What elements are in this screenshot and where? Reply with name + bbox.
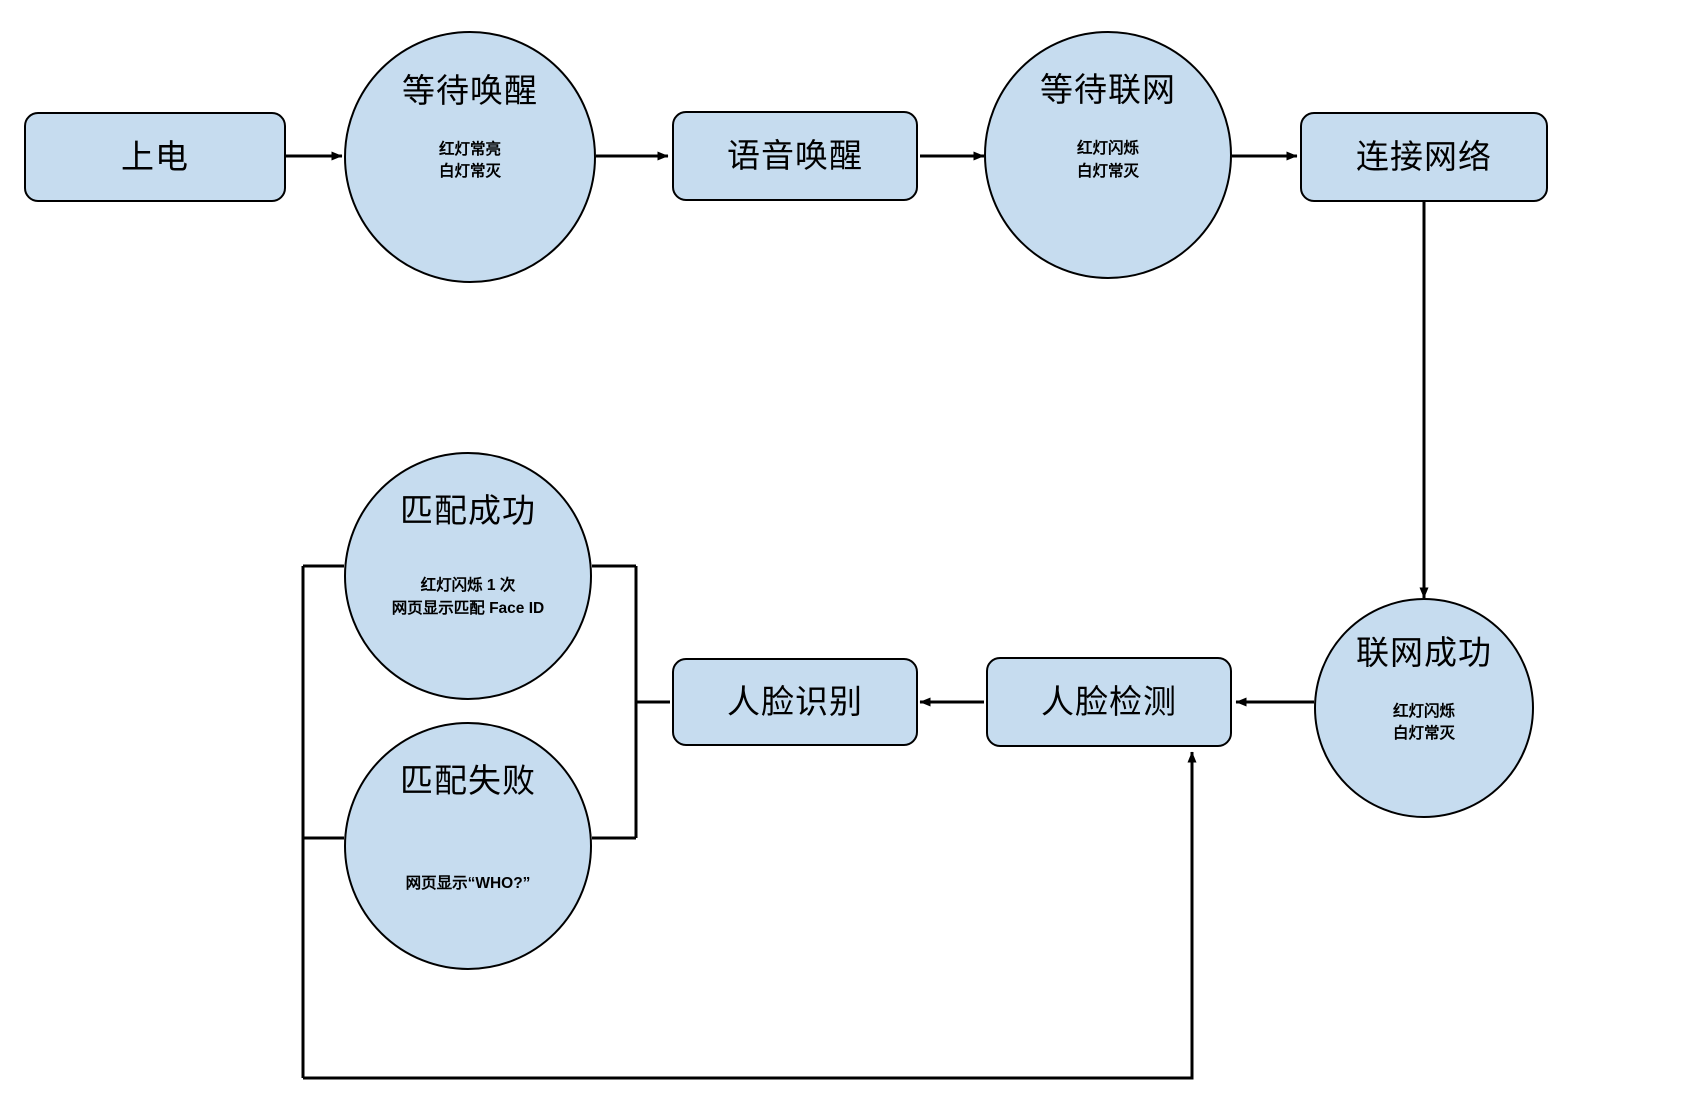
node-match-success-detail: 红灯闪烁 1 次 网页显示匹配 Face ID — [391, 577, 545, 617]
node-network-ok-label: 联网成功 — [1356, 633, 1492, 671]
node-network-ok-detail: 红灯闪烁 白灯常灭 — [1392, 702, 1455, 743]
node-wait-wake-label: 等待唤醒 — [402, 71, 538, 109]
node-match-fail-detail: 网页显示“WHO?” — [405, 875, 531, 893]
node-wait-network-label: 等待联网 — [1040, 71, 1176, 109]
node-connect-network[interactable]: 连接网络 — [1300, 112, 1548, 202]
node-face-recognize-label: 人脸识别 — [727, 682, 863, 720]
node-power-on[interactable]: 上电 — [24, 112, 286, 202]
node-face-recognize[interactable]: 人脸识别 — [672, 658, 918, 746]
node-connect-network-label: 连接网络 — [1356, 137, 1492, 175]
node-wait-network[interactable]: 等待联网 红灯闪烁 白灯常灭 — [984, 31, 1232, 279]
node-voice-wake-label: 语音唤醒 — [727, 136, 863, 174]
node-match-fail-label: 匹配失败 — [400, 762, 536, 800]
node-wait-wake-detail: 红灯常亮 白灯常灭 — [438, 140, 501, 181]
node-match-success[interactable]: 匹配成功 红灯闪烁 1 次 网页显示匹配 Face ID — [344, 452, 592, 700]
node-face-detect[interactable]: 人脸检测 — [986, 657, 1232, 747]
node-face-detect-label: 人脸检测 — [1041, 682, 1177, 720]
node-network-ok[interactable]: 联网成功 红灯闪烁 白灯常灭 — [1314, 598, 1534, 818]
node-match-success-label: 匹配成功 — [400, 492, 536, 530]
node-power-on-label: 上电 — [121, 137, 189, 175]
node-match-fail[interactable]: 匹配失败 网页显示“WHO?” — [344, 722, 592, 970]
node-wait-wake[interactable]: 等待唤醒 红灯常亮 白灯常灭 — [344, 31, 596, 283]
node-wait-network-detail: 红灯闪烁 白灯常灭 — [1076, 140, 1139, 180]
node-voice-wake[interactable]: 语音唤醒 — [672, 111, 918, 201]
